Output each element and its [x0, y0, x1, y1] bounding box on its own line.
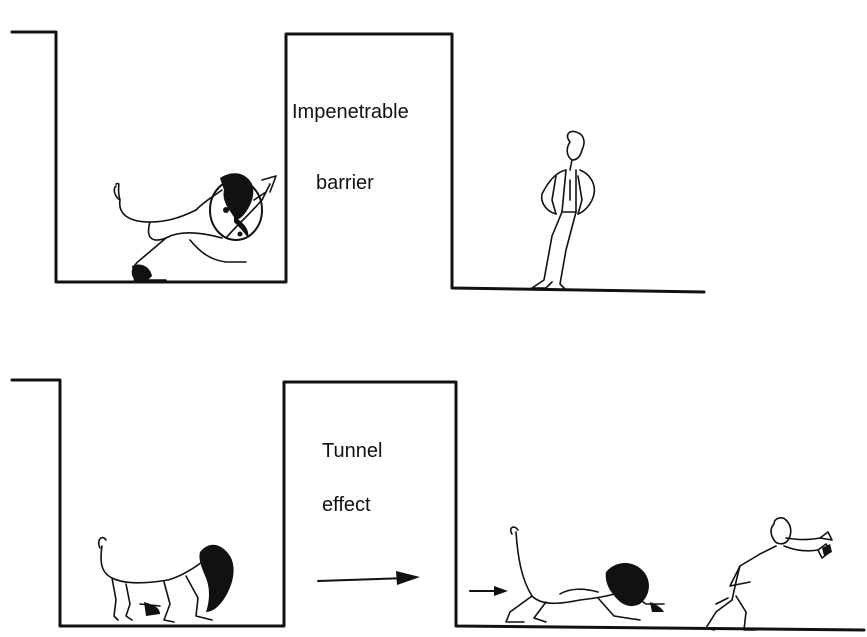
top-barrier-outline [12, 32, 704, 292]
bottom-barrier-outline [12, 380, 864, 630]
arrow-right-icon [318, 571, 420, 585]
man-standing-icon [532, 131, 594, 290]
label-barrier: barrier [316, 172, 374, 195]
man-fleeing-icon [706, 518, 832, 630]
label-tunnel: Tunnel [322, 440, 382, 463]
label-impenetrable: Impenetrable [292, 101, 409, 124]
lion-mane [606, 563, 664, 612]
label-effect: effect [322, 494, 371, 517]
arrow-right-icon [470, 586, 508, 596]
